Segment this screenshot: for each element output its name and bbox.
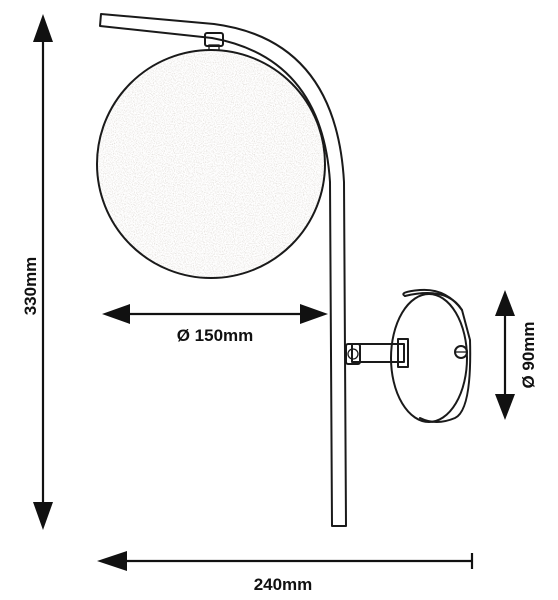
width-label: 240mm xyxy=(254,575,313,594)
wall-plate xyxy=(390,288,472,423)
lamp-illustration xyxy=(96,13,472,527)
base-diameter-label: Ø 90mm xyxy=(519,321,538,388)
lamp-arm xyxy=(99,13,347,527)
base-diameter-dimension: Ø 90mm xyxy=(495,290,538,420)
height-label: 330mm xyxy=(21,257,40,316)
wall-rod xyxy=(351,343,405,363)
height-dimension: 330mm xyxy=(21,14,53,530)
plate-screw xyxy=(454,345,468,359)
glass-globe xyxy=(96,49,326,279)
globe-mount xyxy=(204,32,224,47)
globe-diameter-label: Ø 150mm xyxy=(177,326,254,345)
width-dimension: 240mm xyxy=(97,551,474,594)
globe-diameter-dimension: Ø 150mm xyxy=(102,304,328,345)
